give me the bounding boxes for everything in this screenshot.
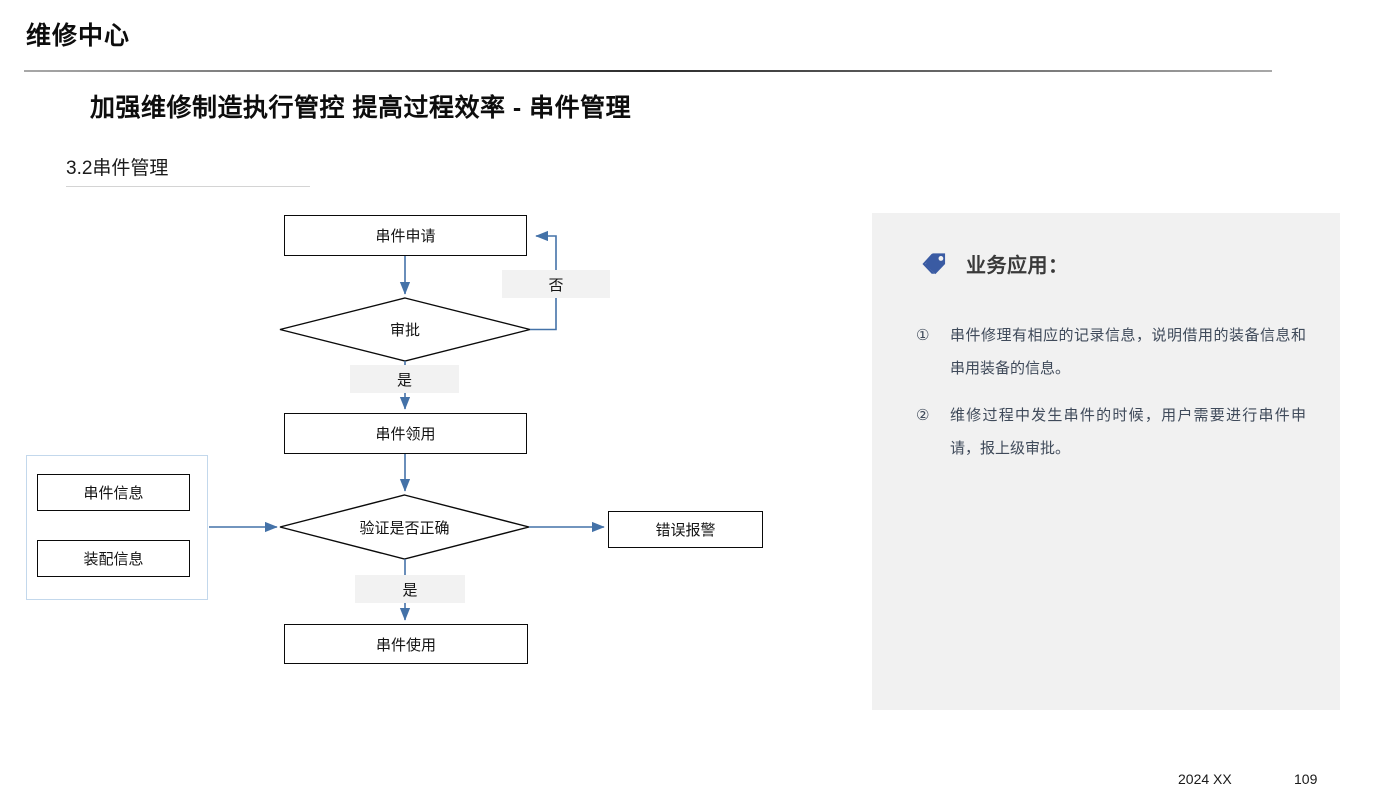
list-item: ② 维修过程中发生串件的时候，用户需要进行串件申请，报上级审批。 [916,399,1306,465]
flow-node-part-info-label: 串件信息 [83,485,144,502]
business-application-title: 业务应用： [966,255,1069,277]
flow-node-error-alert[interactable]: 错误报警 [608,511,763,548]
flow-node-verify-label: 验证是否正确 [359,519,450,537]
flow-node-part-info[interactable]: 串件信息 [37,474,190,511]
flow-node-use-label: 串件使用 [375,636,436,654]
flow-node-verify[interactable]: 验证是否正确 [280,495,529,559]
edge-label-yes-approve-text: 是 [396,371,412,389]
footer-page-number: 109 [1294,771,1318,787]
header-divider [24,70,1272,72]
list-item-text: 维修过程中发生串件的时候，用户需要进行串件申请，报上级审批。 [950,407,1306,457]
tag-icon [922,252,946,274]
edge-label-yes-verify: 是 [355,575,465,603]
flow-node-draw-label: 串件领用 [375,426,436,443]
list-item: ① 串件修理有相应的记录信息，说明借用的装备信息和串用装备的信息。 [916,319,1306,385]
slide-brand-title: 维修中心 [26,22,131,50]
flow-node-draw[interactable]: 串件领用 [284,413,527,454]
flow-node-assembly-info[interactable]: 装配信息 [37,540,190,577]
page-title: 加强维修制造执行管控 提高过程效率 - 串件管理 [90,94,632,122]
edge-label-yes-verify-text: 是 [402,581,418,599]
edge-label-yes-approve: 是 [350,365,459,393]
edge-label-no-text: 否 [548,276,564,294]
list-item-marker: ① [916,327,930,344]
flow-node-use[interactable]: 串件使用 [284,624,528,664]
list-item-text: 串件修理有相应的记录信息，说明借用的装备信息和串用装备的信息。 [950,327,1306,377]
flow-node-approve-label: 审批 [389,322,420,339]
list-item-marker: ② [916,407,930,424]
flow-node-error-alert-label: 错误报警 [655,522,716,539]
footer-date: 2024 XX [1178,771,1232,787]
business-application-list: ① 串件修理有相应的记录信息，说明借用的装备信息和串用装备的信息。 ② 维修过程… [916,319,1306,479]
business-application-header: 业务应用： [920,249,1069,278]
business-application-panel: 业务应用： ① 串件修理有相应的记录信息，说明借用的装备信息和串用装备的信息。 … [872,213,1340,710]
flow-node-apply-label: 串件申请 [375,228,436,245]
flow-node-assembly-info-label: 装配信息 [83,551,144,568]
flow-node-apply[interactable]: 串件申请 [284,215,527,256]
section-underline [66,186,310,187]
edge-label-no: 否 [502,270,610,298]
flow-node-approve[interactable]: 审批 [280,298,530,361]
section-heading: 3.2串件管理 [66,158,169,179]
